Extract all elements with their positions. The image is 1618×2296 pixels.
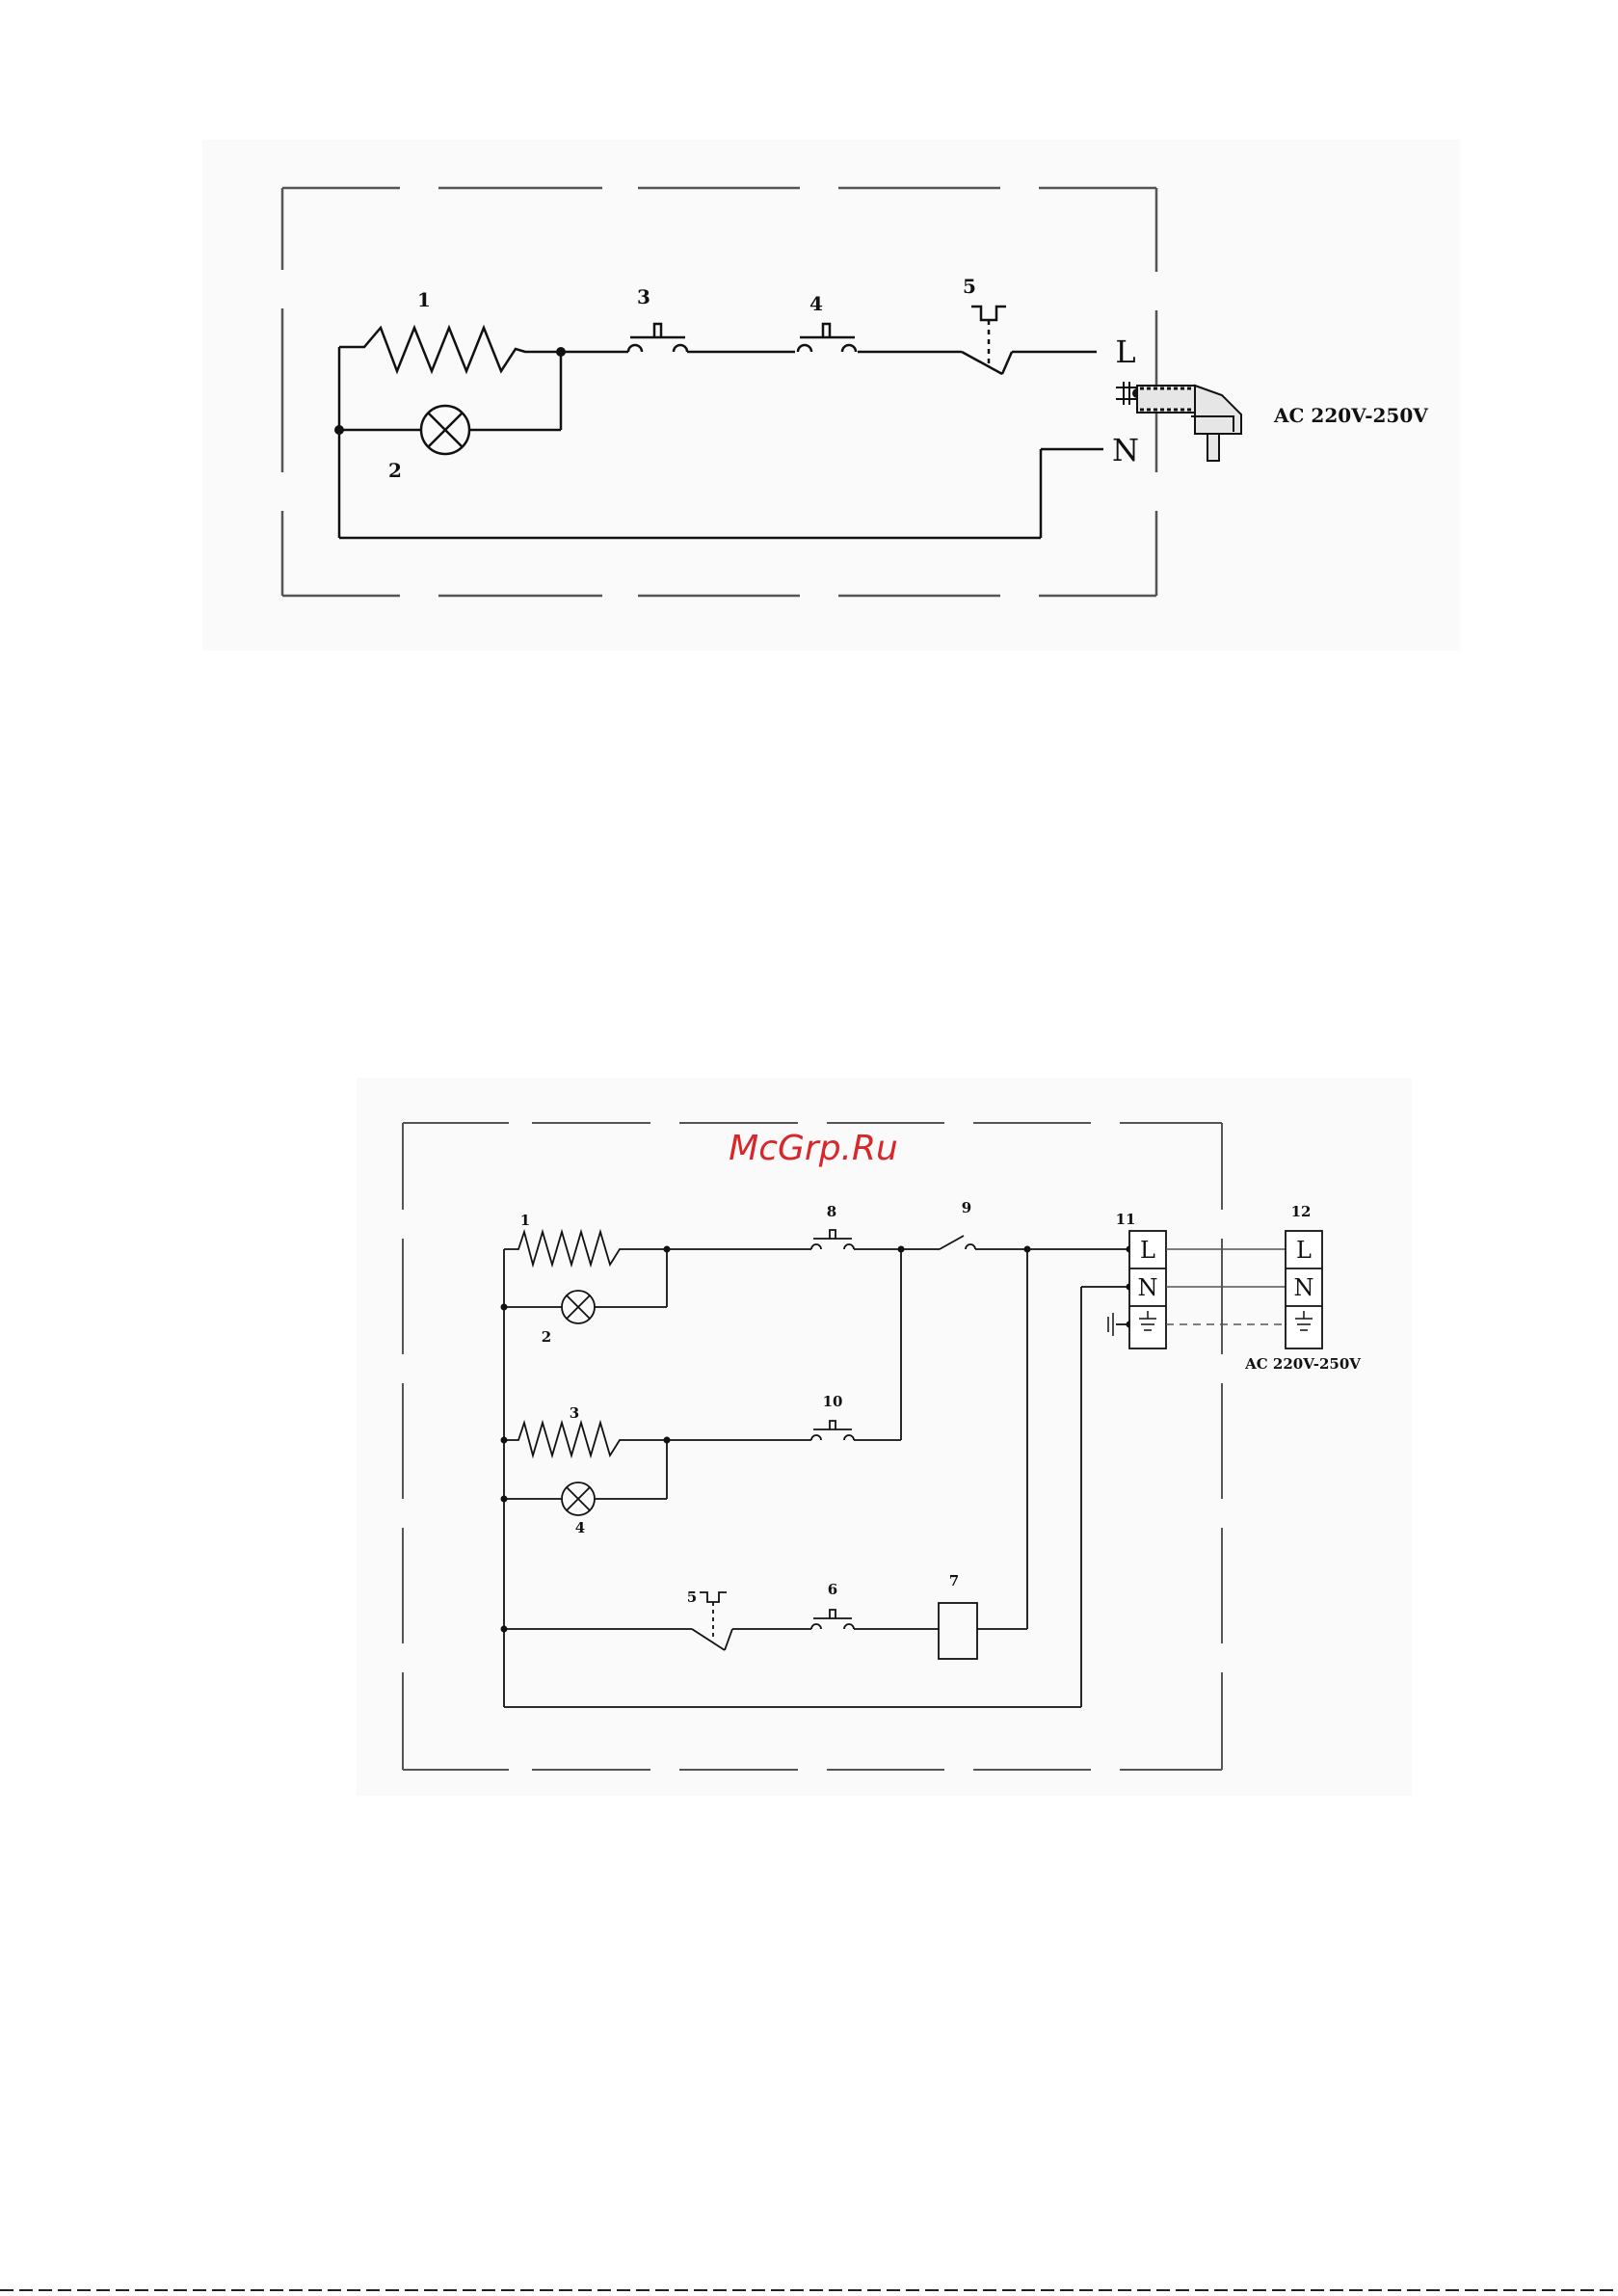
label-component-1: 1	[417, 288, 431, 311]
label-component-9: 9	[962, 1199, 971, 1216]
diagram1-background	[202, 140, 1460, 651]
label-component-4: 4	[575, 1519, 585, 1536]
label-component-4: 4	[809, 292, 823, 315]
label-supply-voltage: AC 220V-250V	[1273, 404, 1428, 427]
label-supply-voltage: AC 220V-250V	[1244, 1355, 1361, 1373]
label-component-1: 1	[520, 1212, 530, 1229]
label-component-5: 5	[687, 1589, 697, 1606]
junction-dot	[334, 425, 344, 435]
label-line-L: L	[1115, 334, 1135, 370]
label-component-10: 10	[823, 1393, 843, 1410]
terminal-11-L: L	[1140, 1237, 1155, 1264]
label-component-12: 12	[1291, 1203, 1312, 1220]
label-component-5: 5	[963, 275, 976, 298]
label-component-6: 6	[828, 1581, 837, 1598]
label-component-7: 7	[949, 1572, 959, 1589]
junction-dot	[556, 347, 566, 357]
terminal-11-N: N	[1138, 1274, 1158, 1301]
label-component-2: 2	[388, 459, 402, 482]
label-component-3: 3	[570, 1404, 579, 1422]
label-component-3: 3	[637, 285, 650, 308]
label-neutral-N: N	[1112, 432, 1139, 468]
label-component-11: 11	[1116, 1211, 1136, 1228]
watermark: McGrp.Ru	[729, 1129, 898, 1168]
label-component-2: 2	[542, 1328, 551, 1346]
label-component-8: 8	[827, 1203, 836, 1220]
terminal-12-N: N	[1294, 1274, 1314, 1301]
diagram2-background	[357, 1078, 1412, 1796]
terminal-12-L: L	[1296, 1237, 1312, 1264]
